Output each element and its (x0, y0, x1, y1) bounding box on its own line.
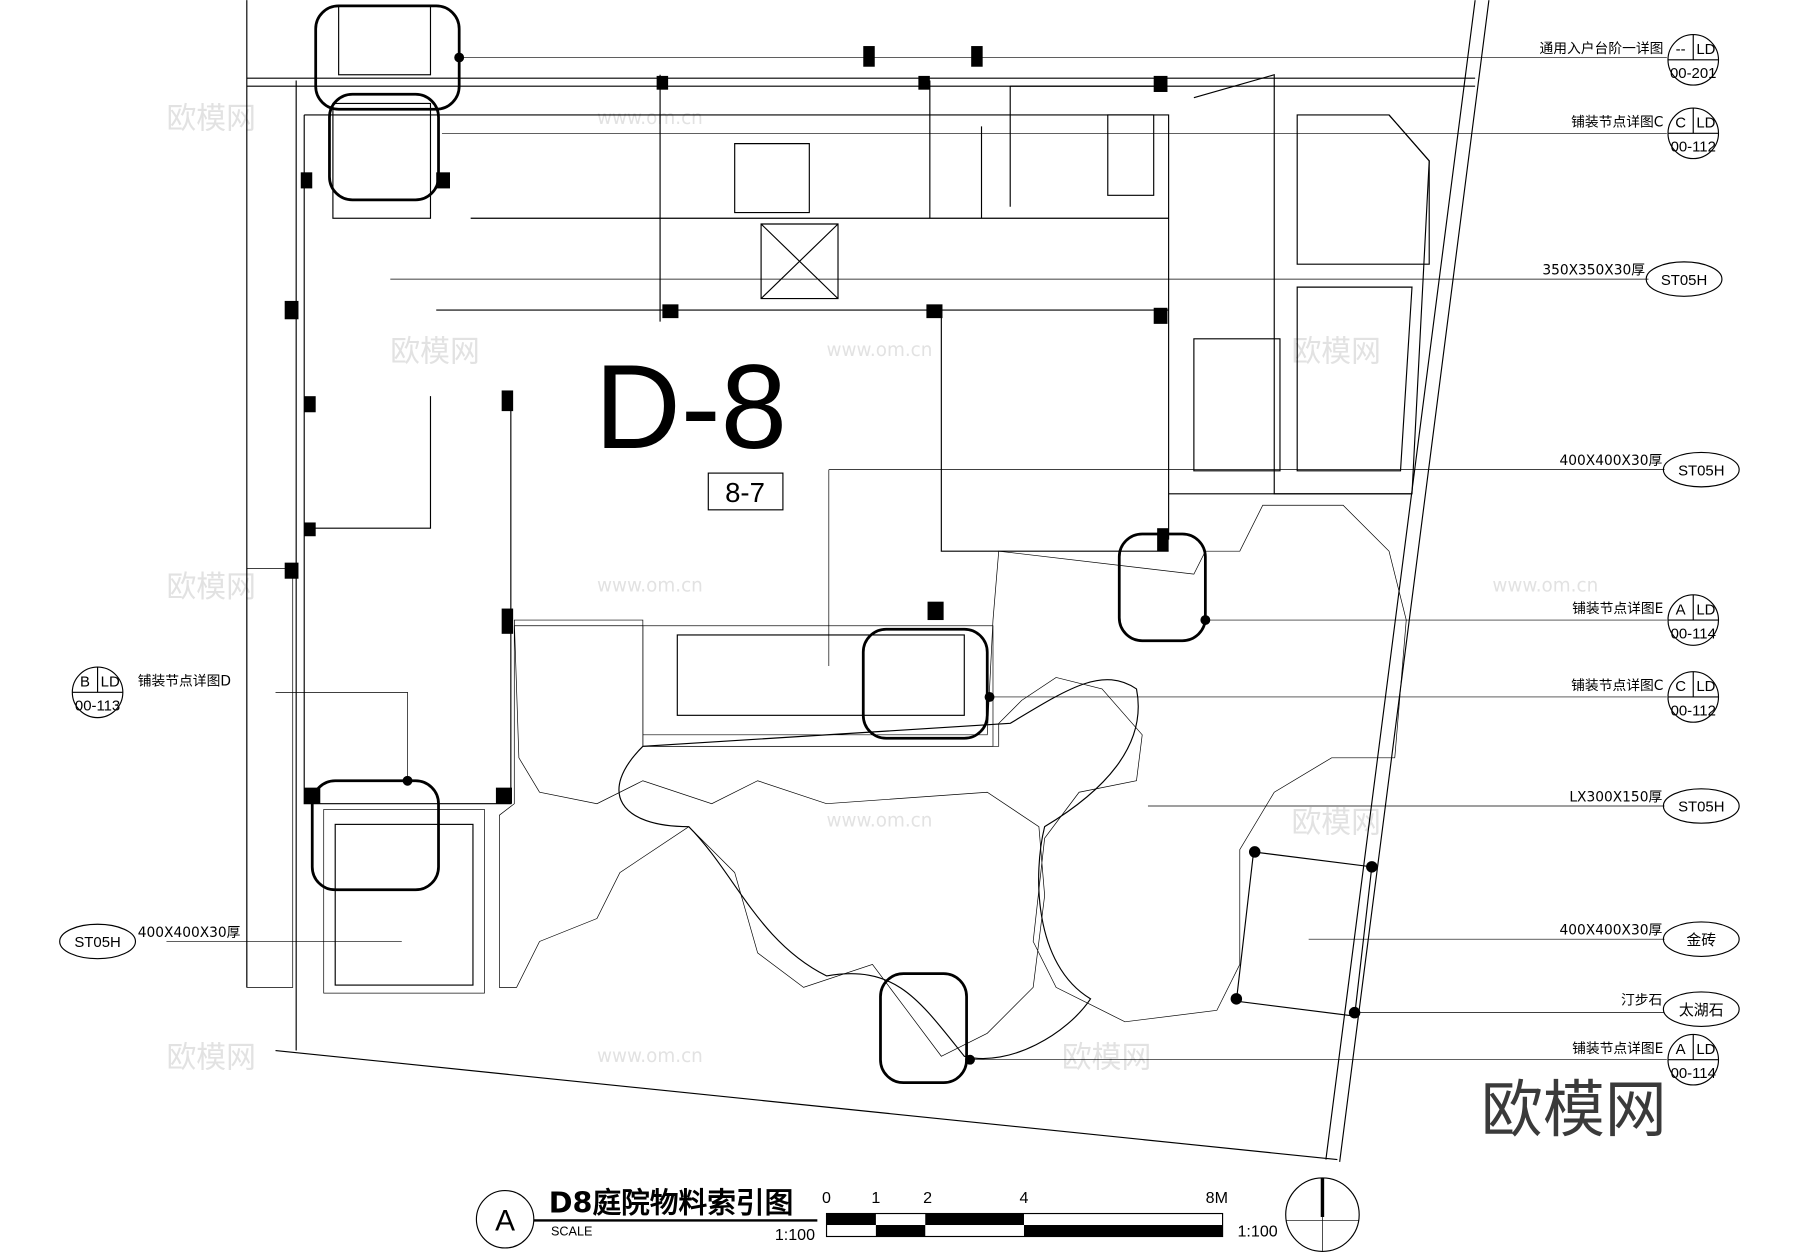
material-code: 太湖石 (1679, 1002, 1724, 1019)
detail-sheet-number: 00-114 (1671, 1065, 1716, 1082)
unit-number: 8-7 (725, 477, 765, 508)
brand-watermark: 欧模网 (1481, 1073, 1667, 1146)
watermark-url: www.om.cn (597, 108, 703, 129)
watermark-text: 欧模网 (166, 1041, 255, 1076)
material-code: ST05H (1678, 799, 1724, 816)
callout: 铺装节点详图E A LD 00-114 (1572, 1033, 1720, 1086)
callout-label: 铺装节点详图D (138, 673, 231, 689)
watermark-url: www.om.cn (597, 1046, 703, 1067)
callout: 铺装节点详图D B LD 00-113 (71, 666, 231, 719)
material-code: ST05H (74, 934, 120, 951)
watermark-text: 欧模网 (1291, 805, 1380, 840)
callouts-left: 铺装节点详图D B LD 00-113 400X400X30厚 ST05H (59, 666, 241, 960)
title-marker: A (495, 1205, 515, 1238)
material-code-symbol (1645, 261, 1723, 297)
watermark-text: 欧模网 (166, 102, 255, 137)
detail-letter: -- (1676, 41, 1686, 58)
callout: 400X400X30厚 ST05H (1560, 451, 1740, 488)
detail-sheet-number: 00-114 (1671, 625, 1716, 642)
watermark-text: 欧模网 (166, 570, 255, 605)
scale-tick: 1 (871, 1189, 880, 1207)
tile-terraces (323, 5, 1378, 1019)
callout-label: 350X350X30厚 (1542, 263, 1645, 279)
watermark-url: www.om.cn (827, 340, 933, 361)
callout: 铺装节点详图E A LD 00-114 (1572, 594, 1720, 646)
scale-ratio-right: 1:100 (1238, 1222, 1278, 1240)
watermark-text: 欧模网 (1291, 335, 1380, 370)
callout: 400X400X30厚 ST05H (59, 923, 241, 960)
detail-sheet-prefix: LD (1696, 601, 1715, 618)
watermark-url: www.om.cn (597, 575, 703, 596)
detail-sheet-prefix: LD (1696, 678, 1715, 695)
detail-sheet-number: 00-113 (75, 698, 120, 715)
scale-tick: 2 (923, 1189, 932, 1207)
material-code-symbol (1662, 921, 1740, 957)
detail-letter: C (1675, 678, 1686, 695)
watermark-url: www.om.cn (827, 811, 933, 832)
material-code: ST05H (1661, 272, 1707, 289)
callout-label: LX300X150厚 (1569, 789, 1662, 805)
callout: 铺装节点详图C C LD 00-112 (1571, 671, 1720, 723)
scale-bar: 0 1 2 4 8M (822, 1189, 1228, 1238)
detail-sheet-prefix: LD (101, 674, 120, 691)
material-code-symbol (1662, 991, 1740, 1027)
property-boundary (246, 0, 1490, 1162)
callout-label: 通用入户台阶一详图 (1540, 40, 1664, 57)
north-arrow-icon (1285, 1177, 1360, 1252)
callout: LX300X150厚 ST05H (1569, 788, 1740, 824)
scale-tick: 8M (1206, 1189, 1228, 1207)
scale-caption: SCALE (551, 1224, 592, 1238)
title-block: A D8庭院物料索引图 SCALE 1:100 0 1 2 4 8M 1:100 (475, 1177, 1360, 1252)
detail-letter: A (1676, 601, 1686, 618)
leader-lines (166, 52, 1667, 1065)
callout: 350X350X30厚 ST05H (1542, 261, 1723, 297)
watermark-url: www.om.cn (1492, 575, 1598, 596)
detail-sheet-number: 00-112 (1671, 702, 1716, 719)
material-code: 金砖 (1686, 932, 1716, 949)
material-code-symbol (1662, 788, 1740, 824)
scale-tick: 0 (822, 1189, 831, 1207)
scale-tick: 4 (1020, 1189, 1029, 1207)
callout-label: 铺装节点详图C (1571, 678, 1663, 694)
scale-ratio: 1:100 (775, 1226, 815, 1244)
callout: 铺装节点详图C C LD 00-112 (1571, 107, 1720, 160)
detail-sheet-prefix: LD (1696, 115, 1715, 132)
watermarks: 欧模网 www.om.cn 欧模网 www.om.cn 欧模网 欧模网 www.… (166, 102, 1598, 1076)
callout-label: 铺装节点详图C (1571, 114, 1663, 130)
material-code: ST05H (1678, 462, 1724, 479)
callout-label: 铺装节点详图E (1572, 601, 1663, 617)
unit-label: D-8 (595, 341, 787, 474)
drawing-title: D8庭院物料索引图 (549, 1185, 794, 1219)
detail-sheet-number: 00-201 (1670, 65, 1716, 82)
callout-label: 400X400X30厚 (1560, 453, 1663, 469)
detail-highlights (310, 4, 1207, 1085)
watermark-text: 欧模网 (1062, 1041, 1151, 1076)
detail-sheet-prefix: LD (1696, 41, 1715, 58)
callouts-right: 通用入户台阶一详图 -- LD 00-201 铺装节点详图C C LD 00-112 350X3… (1540, 34, 1740, 1086)
unit-number-box (707, 472, 784, 511)
watermark-text: 欧模网 (390, 335, 479, 370)
detail-sheet-prefix: LD (1696, 1041, 1715, 1058)
callout-label: 汀步石 (1621, 993, 1662, 1009)
detail-sheet-number: 00-112 (1671, 139, 1716, 156)
callout-label: 400X400X30厚 (138, 925, 241, 941)
callout: 通用入户台阶一详图 -- LD 00-201 (1540, 34, 1720, 86)
detail-letter: A (1676, 1041, 1686, 1058)
building-outline (284, 46, 1430, 805)
pond-edge (618, 679, 1139, 1060)
detail-letter: C (1675, 115, 1686, 132)
detail-letter: B (80, 674, 90, 691)
callout-label: 铺装节点详图E (1572, 1041, 1663, 1057)
material-code-symbol (59, 923, 137, 960)
material-code-symbol (1662, 451, 1740, 488)
callout-label: 400X400X30厚 (1560, 923, 1663, 939)
